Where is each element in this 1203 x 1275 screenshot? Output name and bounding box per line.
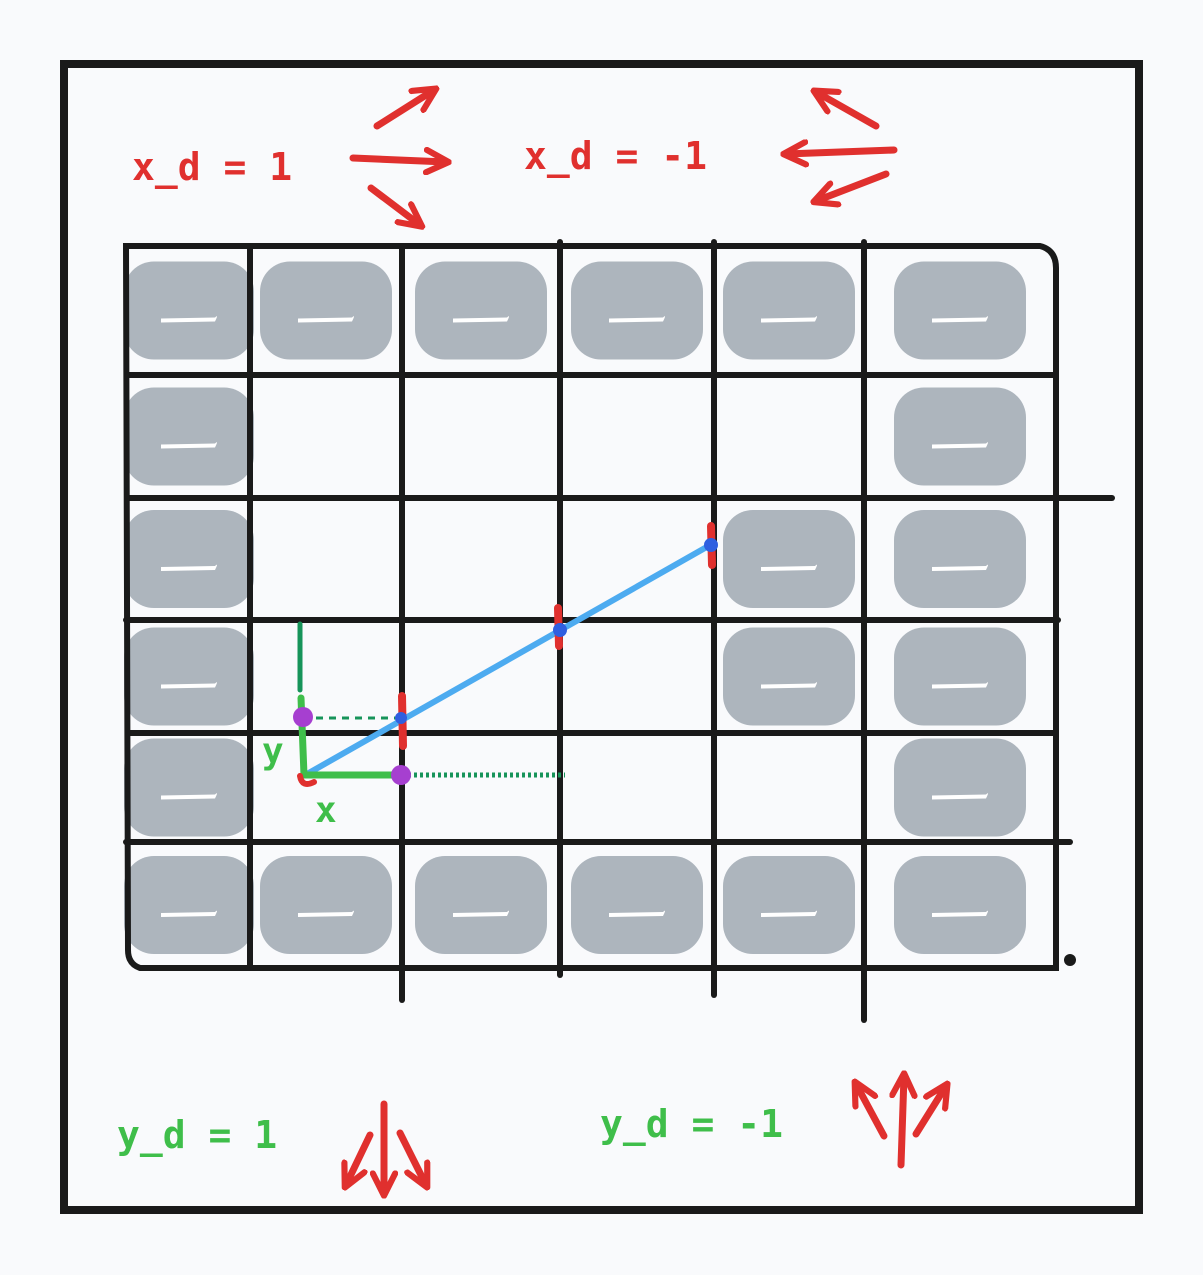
- xd-negative-label: x_d = -1: [524, 134, 707, 178]
- arrow-icon: [786, 150, 898, 154]
- wall-highlight: [761, 564, 817, 571]
- wall-tile: [723, 510, 855, 608]
- wall-highlight: [161, 442, 217, 449]
- step-point-y: [293, 707, 313, 727]
- yd-negative-arrows: [856, 1076, 946, 1169]
- ray-point: [395, 712, 407, 724]
- wall-highlight: [161, 910, 217, 917]
- wall-highlight: [161, 682, 217, 689]
- wall-tile: [124, 856, 254, 954]
- arrow-icon: [346, 1131, 374, 1185]
- grid: [122, 239, 1115, 1023]
- wall-highlight: [761, 910, 817, 917]
- arrow-icon: [373, 90, 434, 130]
- wall-tile: [415, 261, 547, 360]
- wall-highlight: [609, 910, 665, 917]
- wall-highlight: [932, 793, 988, 800]
- wall-tile: [571, 261, 703, 360]
- arrow-icon: [816, 92, 880, 130]
- grid-border: [122, 243, 1059, 971]
- wall-tile: [894, 510, 1026, 608]
- wall-highlight: [761, 316, 817, 323]
- wall-tile: [723, 627, 855, 726]
- yd-positive-label: y_d = 1: [117, 1113, 277, 1157]
- wall-highlight: [932, 564, 988, 571]
- wall-tile: [894, 627, 1026, 726]
- wall-tile: [894, 387, 1026, 486]
- wall-tile: [723, 856, 855, 954]
- yd-negative-label: y_d = -1: [600, 1102, 783, 1146]
- wall-tile: [571, 856, 703, 954]
- wall-tile: [124, 510, 254, 608]
- wall-tile: [415, 856, 547, 954]
- wall-tile: [894, 856, 1026, 954]
- wall-highlight: [298, 910, 354, 917]
- step-point-x: [391, 765, 411, 785]
- xd-negative-arrows: [786, 92, 898, 201]
- ray-point: [704, 538, 718, 552]
- wall-tile: [894, 261, 1026, 360]
- wall-tile: [124, 261, 254, 360]
- wall-highlight: [932, 910, 988, 917]
- wall-tile: [124, 738, 254, 837]
- wall-highlight: [161, 564, 217, 571]
- arrow-icon: [901, 1076, 904, 1169]
- wall-highlight: [609, 316, 665, 323]
- arrow-icon: [912, 1086, 946, 1138]
- wall-tile: [124, 627, 254, 726]
- wall-highlight: [161, 793, 217, 800]
- arrow-icon: [349, 158, 446, 162]
- corner-dot: [1064, 954, 1076, 966]
- wall-highlight: [298, 316, 354, 323]
- yd-positive-arrows: [346, 1100, 426, 1193]
- wall-tile: [124, 387, 254, 486]
- arrow-icon: [816, 170, 890, 201]
- wall-tiles: [124, 261, 1026, 954]
- arrow-icon: [367, 184, 420, 225]
- ray-line: [304, 541, 715, 777]
- wall-highlight: [453, 316, 509, 323]
- wall-highlight: [932, 316, 988, 323]
- wall-tile: [260, 856, 392, 954]
- wall-tile: [260, 261, 392, 360]
- arrow-icon: [396, 1129, 426, 1185]
- xd-positive-label: x_d = 1: [132, 145, 292, 189]
- xd-positive-arrows: [349, 90, 446, 225]
- origin-marker: [297, 773, 317, 787]
- y-axis-label: y: [262, 731, 284, 772]
- wall-highlight: [932, 442, 988, 449]
- arrow-icon: [856, 1084, 888, 1140]
- wall-tile: [894, 738, 1026, 837]
- wall-highlight: [761, 682, 817, 689]
- ray-point: [553, 623, 567, 637]
- x-axis-label: x: [315, 790, 337, 831]
- wall-highlight: [453, 910, 509, 917]
- wall-tile: [723, 261, 855, 360]
- wall-highlight: [932, 682, 988, 689]
- wall-highlight: [161, 316, 217, 323]
